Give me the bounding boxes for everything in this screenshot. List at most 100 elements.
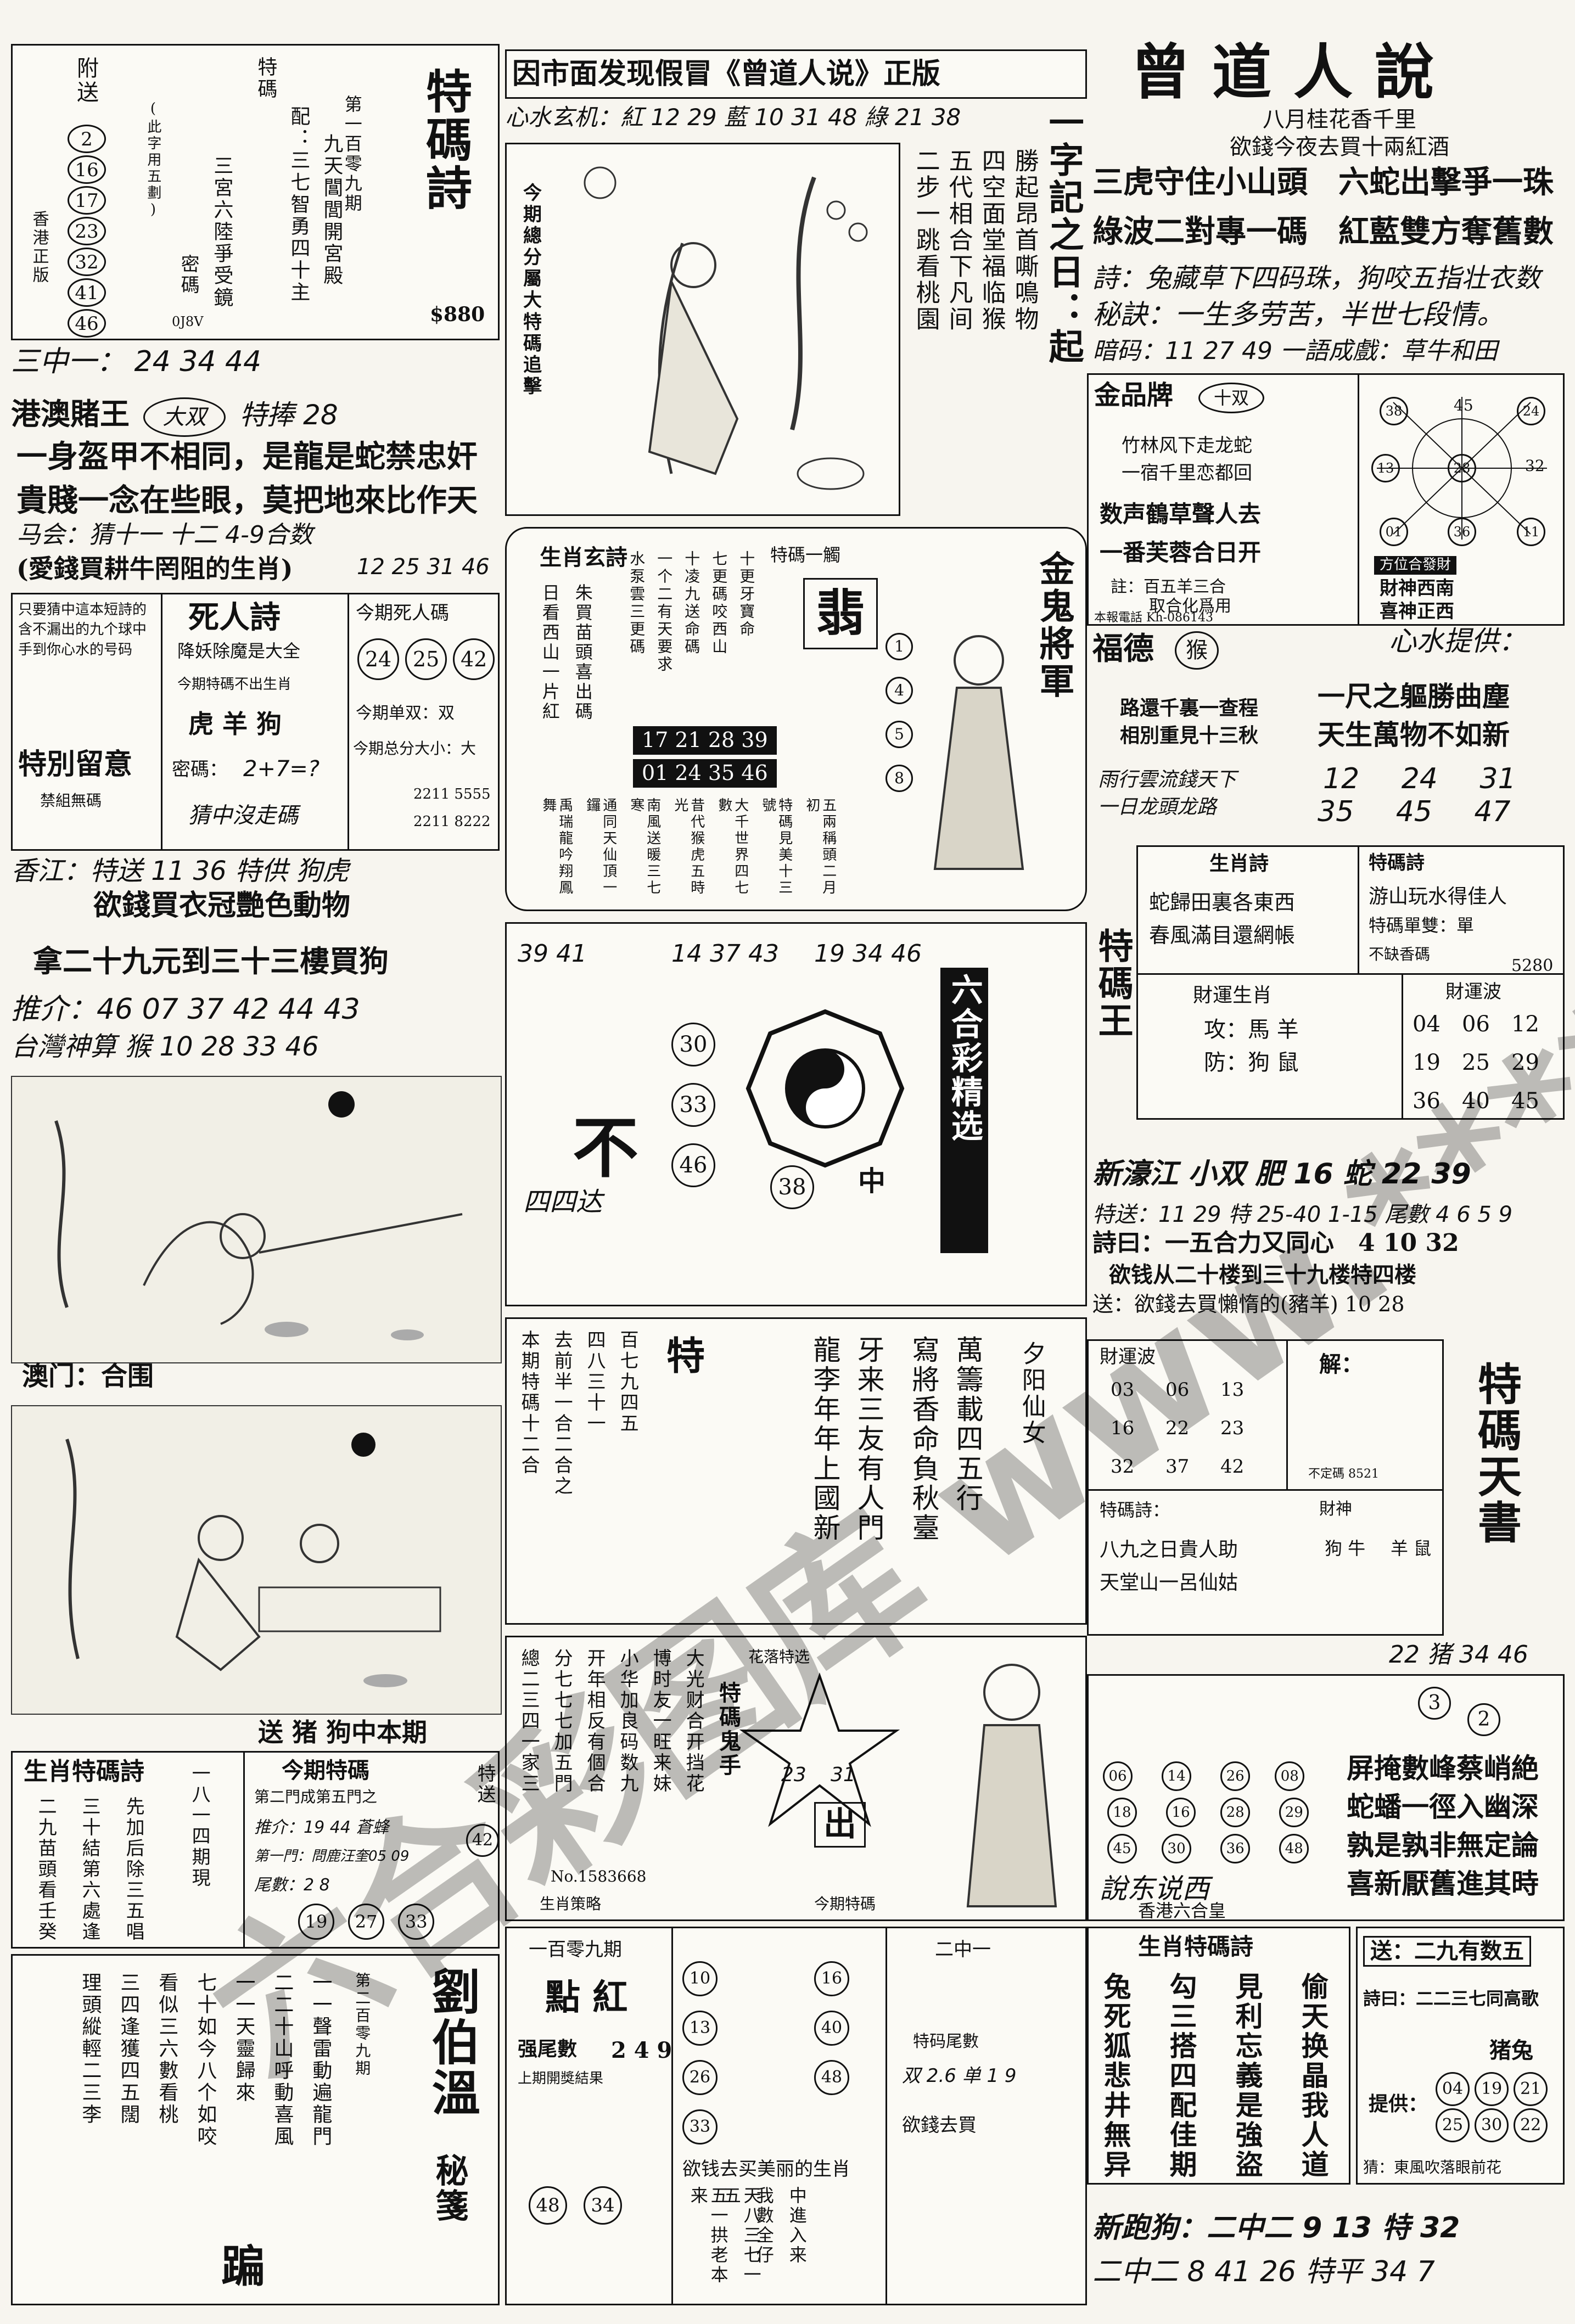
three-hit-line: 三中一： 24 34 44 [11,345,262,378]
num-circle: 17 [68,186,106,215]
death-nums: 24 25 42 [347,638,495,680]
rb-grid-num: 18 [1107,1798,1137,1827]
zodiac-col: 一八一四期現 [188,1764,211,1889]
rb-side: 說东说西 [1100,1873,1209,1905]
bc-num-left: 26 [682,2060,718,2095]
tt-poem-2: 天堂山一呂仙姑 [1100,1571,1238,1594]
bc-right-col: 五一拱老本来 [687,2186,729,2285]
compass-num: 45 [1454,396,1473,414]
tema-tianshu-box: 財運波 03 06 13 16 22 23 32 37 42 解： 不定碼 85… [1087,1339,1444,1636]
bc-left-num: 34 [584,2186,622,2225]
macau-line: 澳门：合围 [22,1361,154,1391]
gb-dir-title: 方位合發財 [1374,556,1457,575]
tw-wave-num: 06 [1462,1012,1490,1037]
tt-jie: 解： [1319,1351,1363,1377]
tt-wave-num: 13 [1220,1379,1245,1401]
liuhe-small-char: 中 [858,1165,885,1197]
col-special: 特碼 [254,57,277,100]
tw-code: 5280 [1511,956,1554,975]
col-hint: 三宮六陸爭受鏡 [210,155,233,309]
rb-circled: 3 [1418,1687,1451,1720]
scholar-drawing [584,166,868,490]
rb-zodiac-col: 偷天换晶我人道 [1297,1972,1330,2180]
gg-col: 一个二有天要求 [655,551,674,673]
tt-wave-num: 23 [1220,1417,1245,1439]
xinhao-line-1: 新濠江 小双 肥 16 蛇 22 39 [1092,1158,1471,1191]
fude-badge: 猴 [1175,631,1219,670]
tt-wave-num: 22 [1165,1417,1190,1439]
fude-poem-2: 天生萬物不如新 [1318,718,1510,751]
death-num: 25 [405,638,447,680]
num-circle: 41 [68,278,106,307]
bc-tail: 2 4 9 [611,2037,672,2063]
liuhe-num: 33 [671,1083,715,1127]
bottom-center-box: 一百零九期 點 紅 强尾數 2 4 9 上期開獎結果 48 34 10 13 2… [505,1927,1087,2305]
xiangjiang-line-3: 拿二十九元到三十三樓買狗 [33,944,389,979]
tt-special: 不定碼 8521 [1308,1467,1379,1481]
right-bottom-box: 06 14 26 08 18 16 28 29 45 30 36 48 3 2 … [1087,1674,1565,1921]
gg-circle-num: 4 [885,677,913,704]
cm-center-title: 夕阳仙女 [1017,1341,1046,1446]
liuhe-box: 39 41 14 37 43 19 34 46 不 四四达 30 33 38 4… [505,922,1087,1306]
bc-red: 點 紅 [545,1977,628,2018]
gg-bottom-col: 五兩稱頭二月初 [803,798,837,896]
compass-num: 28 [1448,454,1476,482]
price: $880 [430,303,485,326]
death-code-note: 猜中沒走碼 [188,803,298,828]
cm-right-col: 寫將香命負秋臺 [907,1335,940,1543]
special-tui: 推介：19 44 蒼蜂 [254,1818,389,1837]
num-circle: 32 [68,248,106,276]
cm-title: 特 [660,1335,706,1376]
king-label: 港澳賭王 [11,396,130,431]
cm-left-col: 百七九四五 [616,1330,639,1434]
tt-wave-num: 42 [1220,1456,1245,1478]
tw-poem-2: 特碼單雙：單 [1369,915,1475,936]
gg-bottom-col: 禹瑞龍吟翔鳳舞 [540,798,573,896]
zodiac-col: 三十結第六處逢 [79,1797,101,1943]
death-title: 死人詩 [188,599,281,636]
lbw-subtitle: 秘箋 [430,2153,468,2224]
death-num: 42 [453,638,495,680]
death-poem-box: 只要猜中這本短詩的含不漏出的九个球中手到你心水的号码 特別留意 禁組無碼 死人詩… [11,593,500,851]
picture-caption: 今期總分屬大特碼追擊 [523,182,542,397]
tw-fortune-zodiac: 財運生肖 [1193,984,1273,1007]
gb-badge: 十双 [1198,383,1264,413]
special-poem-box: 附送 2 16 17 23 32 41 46 香港正版 (此字用五劃) 密碼 三… [11,44,500,340]
liuhe-num: 46 [671,1143,715,1187]
cb-poem-col: 开年相反有個合 [584,1648,606,1794]
tw-wave-num: 29 [1511,1050,1539,1075]
rb-grid-num: 26 [1220,1761,1251,1791]
rb-nums: 04 19 21 25 30 22 [1434,2071,1563,2143]
ghost-figure [966,1664,1057,1907]
code-small: 0J8V [172,314,204,329]
rb-grid-num: 16 [1166,1798,1196,1827]
tt-wave-num: 06 [1165,1379,1190,1401]
center-bottom-box: 總二三四一家三 分七七七加五門 开年相反有個合 小华加良码数九 博时友一旺来妹 … [505,1636,1087,1921]
gg-bottom-col: 南風送暖三七寒 [627,798,661,896]
brand-title: 曾道人說 [1131,38,1456,107]
brand-line-2: 綠波二對專一碼 紅藍雙方奪舊數 [1092,214,1554,250]
tt-wave-num: 37 [1165,1456,1190,1478]
gg-big-char: 翡 [803,578,878,649]
king-line: 港澳賭王 大双 特捧 28 [11,390,338,437]
bc-right-col: 天八三七一五 [720,2186,762,2285]
zodiac-title: 生肖特碼詩 [24,1758,144,1786]
liu-bowen-box: 理頭縱輕二三李 三四逢獲四五闊 看似三六數看桃 七十如今八个如咬 一一天靈歸來 … [11,1954,500,2305]
scholar-picture: 今期總分屬大特碼追擊 [505,143,900,516]
lbw-col: 七十如今八个如咬 [194,1972,217,2148]
gg-col: 十凌九送命碼 [682,551,701,656]
lbw-dance: 蹁 [221,2241,265,2292]
fude-title: 福德 [1092,631,1154,667]
lbw-col: 三四逢獲四五闊 [117,1972,140,2126]
tt-wave-num: 16 [1111,1417,1135,1439]
brand-sub-2: 欲錢今夜去買十兩紅酒 [1230,134,1449,160]
gb-poem-1: 竹林风下走龙蛇 [1122,435,1252,457]
rb-deliver: 送：二九有数五 [1363,1936,1531,1967]
cb-poem-col: 總二三四一家三 [518,1648,540,1794]
tw-wave-num: 12 [1511,1012,1539,1037]
gold-brand-box: 金品牌 十双 竹林风下走龙蛇 一宿千里恋都回 数声鶴草聲人去 一番芙蓉合日开 註… [1087,373,1565,626]
compass-num: 38 [1380,397,1408,425]
rb-nums-grid: 06 14 26 08 18 16 28 29 45 30 36 48 [1094,1758,1336,1867]
xinhao-poem: 詩曰：一五合力又同心 4 10 32 [1092,1229,1459,1257]
rb-zodiac-col: 勾三搭四配佳期 [1165,1972,1198,2180]
